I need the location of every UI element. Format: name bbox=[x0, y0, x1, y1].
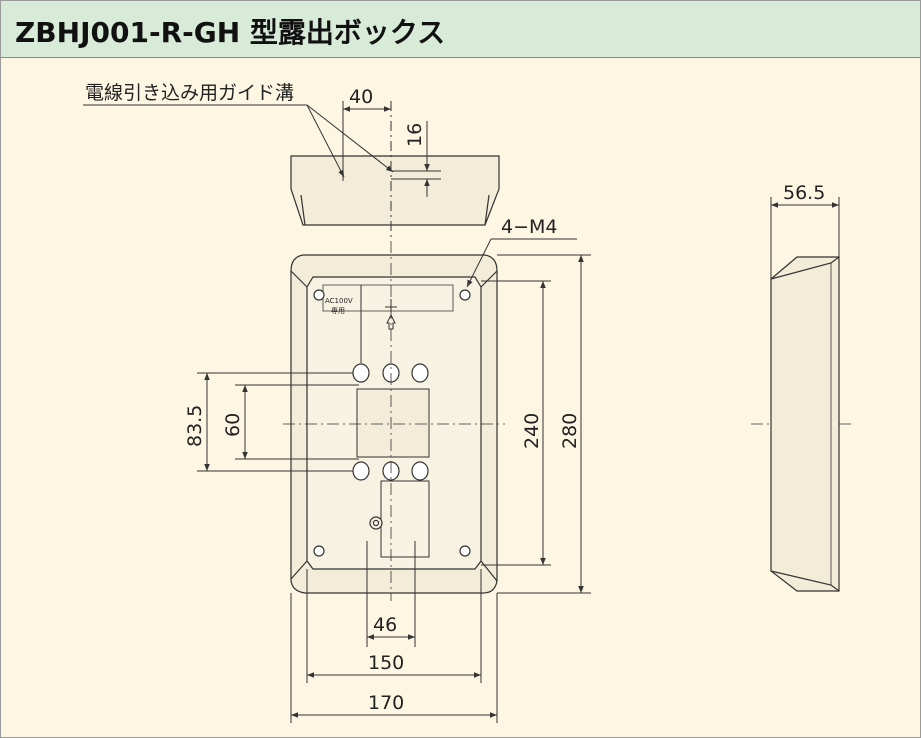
side-view bbox=[770, 256, 840, 592]
height-dims bbox=[481, 254, 591, 594]
dim-inner-height: 240 bbox=[521, 413, 543, 449]
pitch-dims bbox=[197, 372, 359, 472]
groove-dim bbox=[83, 101, 441, 241]
side-outline bbox=[770, 256, 840, 592]
dim-pitch-inner: 60 bbox=[222, 413, 244, 437]
screw-hole-bl bbox=[313, 545, 325, 557]
ac-label-line1: AC100V bbox=[325, 297, 353, 305]
dim-groove-depth: 16 bbox=[404, 123, 426, 147]
title-bar: ZBHJ001-R-GH 型露出ボックス bbox=[1, 1, 920, 58]
mounting-holes bbox=[313, 289, 471, 557]
screw-hole-tl bbox=[313, 289, 325, 301]
groove-label: 電線引き込み用ガイド溝 bbox=[85, 82, 294, 104]
dim-groove-width: 40 bbox=[349, 86, 373, 108]
dim-width-170: 170 bbox=[368, 692, 404, 714]
dim-outer-height: 280 bbox=[559, 413, 581, 449]
dim-width-150: 150 bbox=[368, 652, 404, 674]
depth-dim bbox=[770, 197, 840, 279]
width-dims bbox=[290, 541, 498, 723]
dim-width-46: 46 bbox=[373, 614, 397, 636]
ac-label-line2: 専用 bbox=[331, 306, 345, 315]
dim-pitch-outer: 83.5 bbox=[184, 405, 206, 447]
top-view bbox=[290, 155, 500, 226]
page-title: ZBHJ001-R-GH 型露出ボックス bbox=[15, 16, 446, 49]
screw-hole-tr bbox=[459, 289, 471, 301]
dim-depth: 56.5 bbox=[783, 182, 825, 204]
screws-label: 4−M4 bbox=[501, 216, 558, 238]
screw-hole-br bbox=[459, 545, 471, 557]
top-view-outline bbox=[290, 155, 500, 226]
